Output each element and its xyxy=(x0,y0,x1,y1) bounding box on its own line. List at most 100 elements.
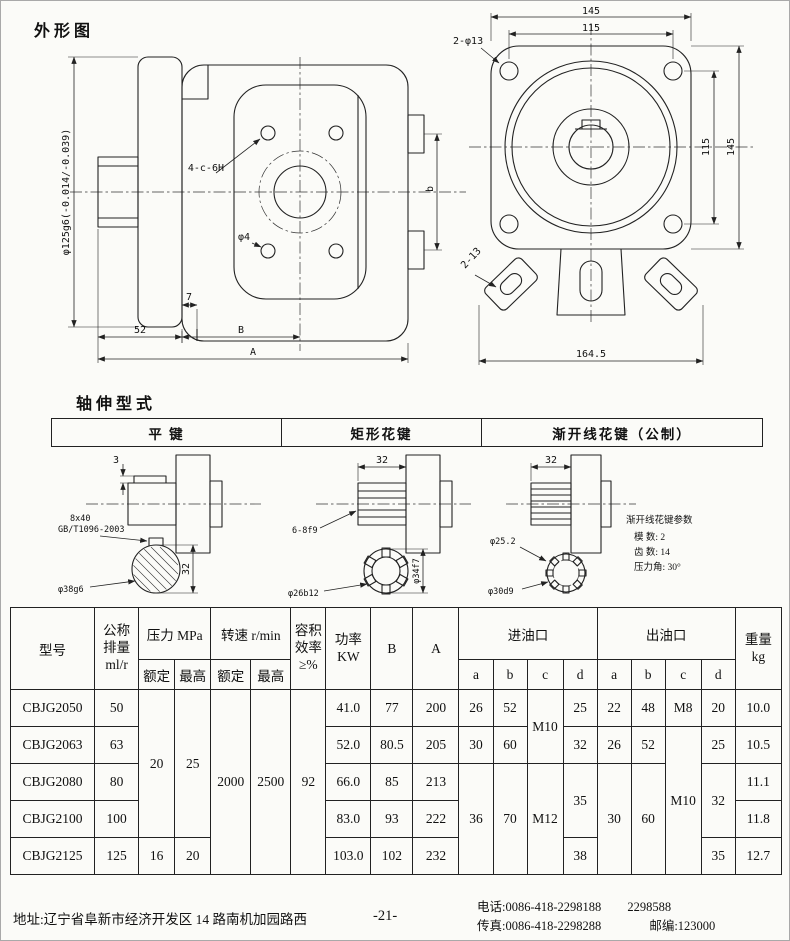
th-inlet-b: b xyxy=(492,659,528,690)
spec-table: 型号 公称 排量 ml/r 压力 MPa 转速 r/min 容积 效率 ≥% 功… xyxy=(9,607,783,875)
cell-r3-wt: 11.1 xyxy=(734,763,783,801)
address-line: 地址:辽宁省阜新市经济开发区 14 路南机加园路西 xyxy=(13,912,308,927)
cell-r1-B: 77 xyxy=(370,689,414,727)
cell-r3-disp: 80 xyxy=(94,763,140,801)
cell-r5-p-rated: 16 xyxy=(138,837,176,875)
section-hatching xyxy=(133,546,179,592)
cell-r2-model: CBJG2063 xyxy=(9,726,96,764)
key xyxy=(133,475,167,484)
key-spec-line2: GB/T1096-2003 xyxy=(58,525,125,535)
cell-r5-B: 102 xyxy=(370,837,414,875)
cell-p-rated-1: 20 xyxy=(138,689,176,838)
shaft-type-header-row: 平 键 矩形花键 渐开线花键（公制） xyxy=(51,418,763,447)
cell-r3-in-c: M12 xyxy=(526,763,564,875)
cell-r2-kw: 52.0 xyxy=(325,726,372,764)
tongue-slot xyxy=(579,260,603,302)
body-circle xyxy=(504,60,678,234)
cell-r5-in-d: 38 xyxy=(562,837,598,875)
outline-section-title: 外形图 xyxy=(34,23,95,40)
bolt-hole xyxy=(260,125,276,141)
flat-key-shapes xyxy=(86,454,261,594)
bolt-hole xyxy=(328,125,344,141)
dim-b-label: b xyxy=(425,186,436,192)
cell-r2-in-d: 32 xyxy=(562,726,598,764)
left-foot xyxy=(484,257,538,311)
spline-shaft xyxy=(530,482,572,526)
spline-shaft xyxy=(357,482,407,526)
cell-r3-out-b: 60 xyxy=(630,763,666,875)
cell-r4-kw: 83.0 xyxy=(325,800,372,838)
cell-r1-wt: 10.0 xyxy=(734,689,783,727)
page-number: -21- xyxy=(373,908,398,924)
cell-r3-kw: 66.0 xyxy=(325,763,372,801)
keyway xyxy=(581,119,601,129)
dim-phi30-label: φ30d9 xyxy=(488,587,514,597)
cell-r1-in-a: 26 xyxy=(458,689,494,727)
involute-shapes xyxy=(506,454,636,594)
postcode-label: 邮编:123000 xyxy=(649,919,716,934)
front-view-dimensions: 145 115 2-φ13 115 145 2-13 164.5 xyxy=(453,6,744,365)
cell-r5-kw: 103.0 xyxy=(325,837,372,875)
flat-key-drawing: 3 8x40 GB/T1096-2003 φ38g6 32 xyxy=(58,454,261,595)
phone-label: 电话:0086-418-2298188 xyxy=(477,900,602,914)
th-displacement: 公称 排量 ml/r xyxy=(94,607,140,690)
port-upper xyxy=(407,114,425,154)
dim-145-right-label: 145 xyxy=(726,138,737,156)
front-flange-plate xyxy=(490,45,692,250)
dim-32-label: 32 xyxy=(376,455,388,466)
table-row: CBJG2100 100 83.0 93 222 11.8 xyxy=(9,800,783,838)
cell-r2-out-b: 52 xyxy=(630,726,666,764)
cell-r1-in-c: M10 xyxy=(526,689,564,764)
involute-param-teeth: 齿 数: 14 xyxy=(634,546,670,558)
key-spec-line1: 8x40 xyxy=(70,514,90,524)
spline-teeth xyxy=(545,552,587,594)
th-efficiency: 容积 效率 ≥% xyxy=(290,607,327,690)
dim-phi38-label: φ38g6 xyxy=(58,585,84,595)
dim-phi26-label: φ26b12 xyxy=(288,589,319,599)
cell-r2-out-a: 26 xyxy=(596,726,632,764)
cell-eff: 92 xyxy=(290,689,327,875)
flange-hole xyxy=(663,214,683,234)
cell-r1-A: 200 xyxy=(412,689,460,727)
dim-6-8f9-label: 6-8f9 xyxy=(292,526,318,536)
table-row: CBJG2125 125 16 20 103.0 102 232 38 35 1… xyxy=(9,837,783,875)
th-inlet-a: a xyxy=(458,659,494,690)
cell-r1-out-a: 22 xyxy=(596,689,632,727)
dim-2phi13-label: 2-φ13 xyxy=(453,36,483,47)
table-row: CBJG2080 80 66.0 85 213 36 70 M12 35 30 … xyxy=(9,763,783,875)
cell-r5-wt: 12.7 xyxy=(734,837,783,875)
th-outlet: 出油口 xyxy=(596,607,736,660)
cell-r2-in-a: 30 xyxy=(458,726,494,764)
dim-145-top-label: 145 xyxy=(582,6,600,17)
cell-r5-A: 232 xyxy=(412,837,460,875)
dim-phi25-label: φ25.2 xyxy=(490,537,516,547)
pump-side-view-drawing: 4-c-6H φ4 φ125g6(-0.014/-0.039) b 7 52 B… xyxy=(61,56,466,363)
cell-r2-B: 80.5 xyxy=(370,726,414,764)
flange-hole xyxy=(499,214,519,234)
pump-face xyxy=(233,84,367,300)
rect-spline-shapes xyxy=(316,454,471,595)
cell-r5-p-max: 20 xyxy=(174,837,212,875)
th-B: B xyxy=(370,607,414,690)
rect-spline-dimensions: 32 6-8f9 φ26b12 φ34f7 xyxy=(288,455,428,599)
cell-r1-in-d: 25 xyxy=(562,689,598,727)
cell-r3-in-b: 70 xyxy=(492,763,528,875)
th-speed-rated: 额定 xyxy=(210,659,252,690)
cell-r5-disp: 125 xyxy=(94,837,140,875)
th-model: 型号 xyxy=(9,607,96,690)
th-inlet-d: d xyxy=(562,659,598,690)
rect-spline-drawing: 32 6-8f9 φ26b12 φ34f7 xyxy=(288,454,471,599)
table-header-row-1: 型号 公称 排量 ml/r 压力 MPa 转速 r/min 容积 效率 ≥% 功… xyxy=(9,607,783,690)
flange-hole xyxy=(663,61,683,81)
th-outlet-c: c xyxy=(664,659,702,690)
port-lower xyxy=(407,230,425,270)
flat-key-dimensions: 3 8x40 GB/T1096-2003 φ38g6 32 xyxy=(58,455,198,595)
dim-4-c-6h-label: 4-c-6H xyxy=(188,163,224,174)
cell-r4-model: CBJG2100 xyxy=(9,800,96,838)
pump-front-view-drawing: 145 115 2-φ13 115 145 2-13 164.5 xyxy=(453,6,753,365)
table-row: CBJG2050 50 20 25 2000 2500 92 41.0 77 2… xyxy=(9,689,783,875)
dim-phi125-label: φ125g6(-0.014/-0.039) xyxy=(61,129,72,255)
dim-7-label: 7 xyxy=(186,292,192,303)
cell-r2-A: 205 xyxy=(412,726,460,764)
